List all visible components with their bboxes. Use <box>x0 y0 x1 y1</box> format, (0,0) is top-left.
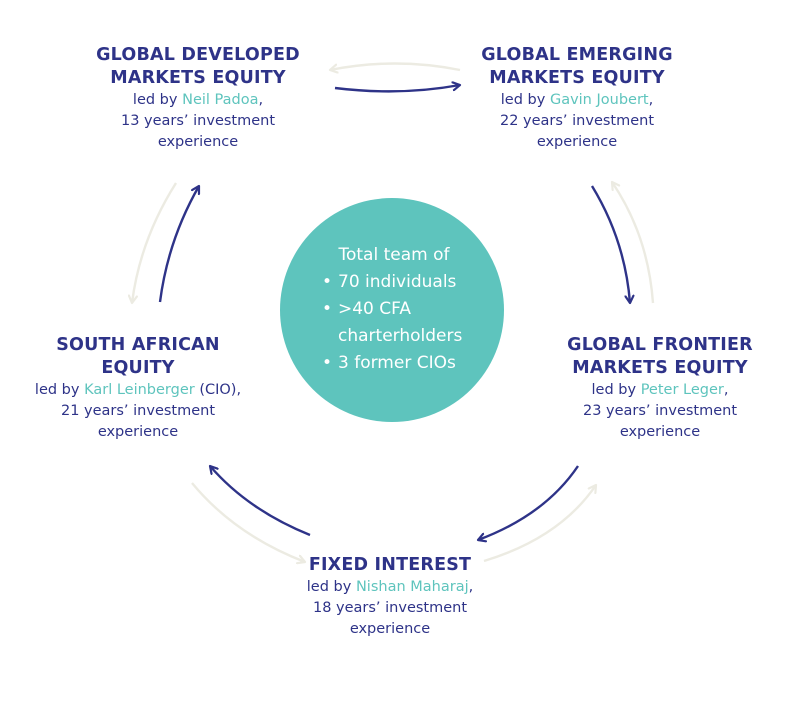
team-title: GLOBAL EMERGING MARKETS EQUITY <box>481 45 673 88</box>
team-led-by: led by Peter Leger, <box>591 382 729 398</box>
team-years: 18 years’ investment <box>312 600 468 616</box>
team-leader: Peter Leger <box>640 382 724 398</box>
arrow-navy-top <box>334 85 460 93</box>
team-title: SOUTH AFRICAN EQUITY <box>56 335 220 378</box>
team-title: GLOBAL FRONTIER MARKETS EQUITY <box>567 335 753 378</box>
team-years: 22 years’ investment <box>499 113 655 129</box>
team-experience: experience <box>536 134 618 150</box>
team-title: GLOBAL DEVELOPED MARKETS EQUITY <box>96 45 300 88</box>
team-global-developed: GLOBAL DEVELOPED MARKETS EQUITY led by N… <box>48 44 348 153</box>
arrow-navy-left <box>158 186 199 303</box>
team-years: 13 years’ investment <box>120 113 276 129</box>
team-experience: experience <box>619 424 701 440</box>
team-leader: Neil Padoa <box>182 92 259 108</box>
team-led-by: led by Karl Leinberger (CIO), <box>34 382 242 398</box>
arrow-light-left <box>132 182 178 303</box>
team-led-by: led by Neil Padoa, <box>132 92 264 108</box>
team-years: 21 years’ investment <box>60 403 216 419</box>
team-led-by: led by Gavin Joubert, <box>500 92 654 108</box>
team-leader: Gavin Joubert <box>549 92 649 108</box>
team-fixed-interest: FIXED INTEREST led by Nishan Maharaj, 18… <box>240 554 540 640</box>
team-years: 23 years’ investment <box>582 403 738 419</box>
team-south-african: SOUTH AFRICAN EQUITY led by Karl Leinber… <box>0 334 288 443</box>
team-summary-item: •>40 CFA charterholders <box>322 299 463 346</box>
team-leader: Karl Leinberger <box>84 382 195 398</box>
team-global-frontier: GLOBAL FRONTIER MARKETS EQUITY led by Pe… <box>510 334 808 443</box>
team-led-by: led by Nishan Maharaj, <box>306 579 474 595</box>
arrow-navy-right <box>590 185 630 303</box>
team-summary-item: •70 individuals <box>322 272 457 292</box>
arrow-light-right <box>612 182 655 304</box>
team-leader: Nishan Maharaj <box>355 579 469 595</box>
team-experience: experience <box>157 134 239 150</box>
arrow-light-lowerright <box>483 485 596 563</box>
team-title: FIXED INTEREST <box>308 555 472 575</box>
team-summary-circle: Total team of •70 individuals •>40 CFA c… <box>280 198 504 422</box>
arrow-navy-lowerright <box>478 465 579 540</box>
team-experience: experience <box>97 424 179 440</box>
team-experience: experience <box>349 621 431 637</box>
arrow-navy-lowerleft <box>210 466 311 537</box>
arrow-light-top <box>330 62 461 71</box>
arrow-light-lowerleft <box>191 482 305 562</box>
team-summary-heading: Total team of <box>338 245 450 265</box>
team-summary-item: •3 former CIOs <box>322 353 456 373</box>
team-global-emerging: GLOBAL EMERGING MARKETS EQUITY led by Ga… <box>427 44 727 153</box>
team-summary-list: •70 individuals •>40 CFA charterholders … <box>322 269 504 377</box>
